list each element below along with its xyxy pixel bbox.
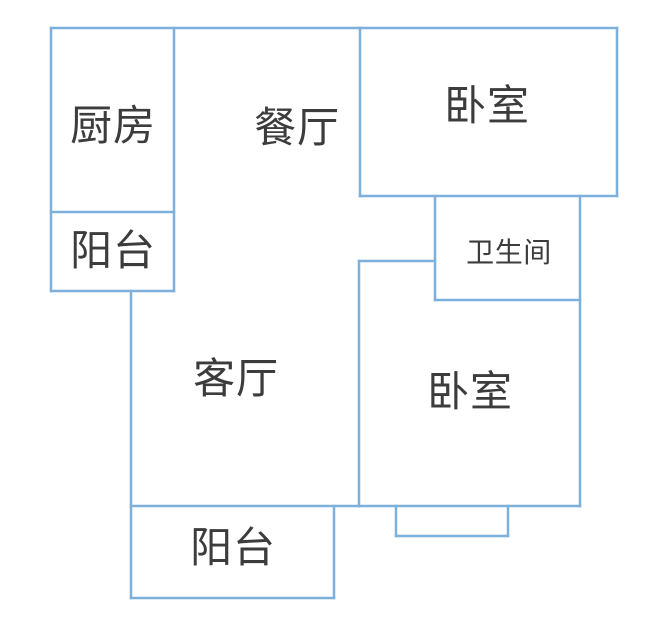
room-label-bathroom: 卫生间	[466, 237, 552, 268]
room-label-balcony-lower: 阳台	[190, 524, 276, 571]
room-label-balcony-upper: 阳台	[70, 227, 156, 274]
room-label-living-room: 客厅	[193, 355, 279, 402]
room-label-kitchen: 厨房	[70, 102, 156, 149]
room-label-bedroom-upper: 卧室	[444, 82, 530, 129]
room-label-bedroom-lower: 卧室	[427, 368, 513, 415]
wall-segments	[49, 26, 619, 600]
room-label-dining-room: 餐厅	[254, 104, 340, 151]
